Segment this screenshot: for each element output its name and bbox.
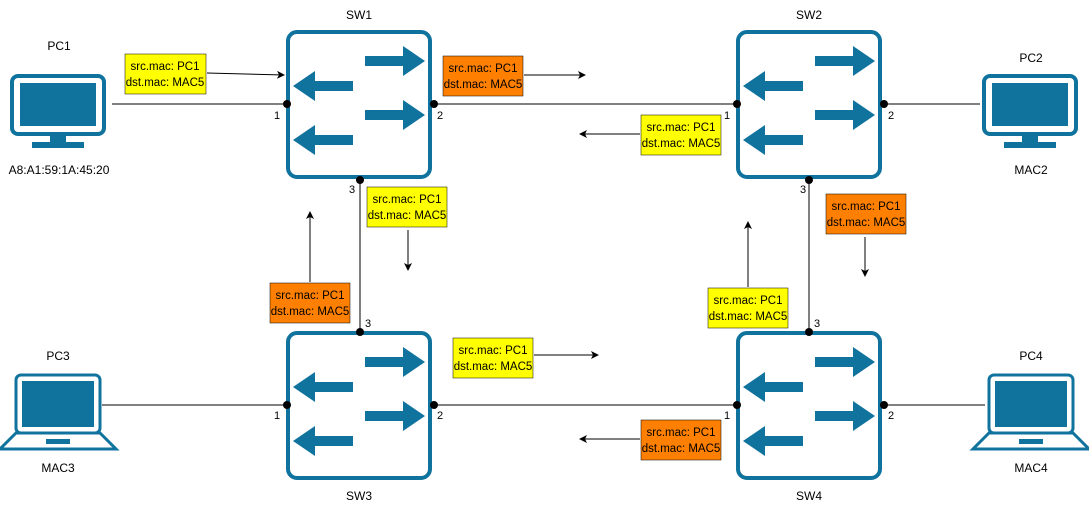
pc4-device [971,373,1089,451]
frame-box [442,55,524,97]
switch-sw3 [286,331,432,480]
laptop-icon [971,373,1089,451]
frame-src-text: src.mac: PC1 [831,201,900,213]
sw2-label: SW2 [796,8,822,22]
pc3-mac-label: MAC3 [41,461,75,475]
sw2-port-2-dot [880,100,888,108]
sw2-port-3-label: 3 [800,184,806,196]
sw1-port-1-dot [283,100,291,108]
frame-dst-text: dst.mac: MAC5 [368,210,447,222]
frame-box [825,193,907,235]
frame-label-f7: src.mac: PC1 dst.mac: MAC5 [707,287,789,329]
frame-dst-text: dst.mac: MAC5 [271,306,350,318]
direction-arrows [206,70,869,443]
pc4-label: PC4 [1019,349,1043,363]
frame-dst-text: dst.mac: MAC5 [827,217,906,229]
sw1-port-1-label: 1 [274,110,280,122]
frame-src-text: src.mac: PC1 [448,63,517,75]
frame-box [452,337,534,379]
sw1-port-2-dot [430,100,438,108]
frame-label-f3: src.mac: PC1 dst.mac: MAC5 [640,114,722,156]
sw3-port-3-dot [356,328,364,336]
laptop-icon [0,373,118,451]
pc1-mac-label: A8:A1:59:1A:45:20 [9,163,110,177]
sw4-port-1-dot [733,401,741,409]
sw4-label: SW4 [796,489,822,503]
pc1-device [10,74,106,150]
frame-box [640,114,722,156]
switch-icon [286,30,432,179]
frame-dst-text: dst.mac: MAC5 [126,77,205,89]
frame-src-text: src.mac: PC1 [372,194,441,206]
sw4-port-2-dot [880,401,888,409]
frame-label-f1: src.mac: PC1 dst.mac: MAC5 [124,53,207,95]
sw3-port-2-label: 2 [437,410,443,422]
frame-src-text: src.mac: PC1 [275,290,344,302]
sw4-port-2-label: 2 [888,410,894,422]
frame-dst-text: dst.mac: MAC5 [709,311,788,323]
switch-sw2 [736,30,882,179]
frame-box [366,186,448,228]
switch-icon [286,331,432,480]
frame-box [640,419,722,461]
port-dots [283,100,888,409]
switch-icon [736,331,882,480]
sw1-label: SW1 [346,8,372,22]
monitor-icon [10,74,106,150]
frame-src-text: src.mac: PC1 [130,61,199,73]
pc2-label: PC2 [1019,51,1043,65]
sw3-label: SW3 [346,489,372,503]
sw4-port-1-label: 1 [724,410,730,422]
pc3-label: PC3 [46,349,70,363]
sw1-port-2-label: 2 [437,110,443,122]
frame-src-text: src.mac: PC1 [646,427,715,439]
sw1-port-3-label: 3 [349,184,355,196]
frame-label-f2: src.mac: PC1 dst.mac: MAC5 [442,55,524,97]
frame-label-f5: src.mac: PC1 dst.mac: MAC5 [825,193,907,235]
sw1-port-3-dot [356,176,364,184]
frame-dst-text: dst.mac: MAC5 [454,361,533,373]
frame-label-f4: src.mac: PC1 dst.mac: MAC5 [366,186,448,228]
pc3-device [0,373,118,451]
sw4-port-3-label: 3 [814,318,820,330]
switch-sw4 [736,331,882,480]
frame-dst-text: dst.mac: MAC5 [642,138,721,150]
sw3-port-2-dot [430,401,438,409]
frame-label-f8: src.mac: PC1 dst.mac: MAC5 [452,337,534,379]
frame-label-f6: src.mac: PC1 dst.mac: MAC5 [269,282,351,324]
sw2-port-1-dot [733,100,741,108]
pc2-mac-label: MAC2 [1014,163,1048,177]
pc4-mac-label: MAC4 [1014,461,1048,475]
pc1-label: PC1 [47,39,71,53]
monitor-icon [982,74,1078,150]
frame-box [707,287,789,329]
pc2-device [982,74,1078,150]
frame-dst-text: dst.mac: MAC5 [444,79,523,91]
sw2-port-1-label: 1 [724,110,730,122]
sw4-port-3-dot [805,328,813,336]
arrow-right-f1 [206,70,285,79]
frame-box [269,282,351,324]
switch-icon [736,30,882,179]
frame-label-f9: src.mac: PC1 dst.mac: MAC5 [640,419,722,461]
sw3-port-1-label: 1 [274,410,280,422]
frame-dst-text: dst.mac: MAC5 [642,443,721,455]
sw2-port-3-dot [805,176,813,184]
frame-src-text: src.mac: PC1 [646,122,715,134]
frame-src-text: src.mac: PC1 [458,345,527,357]
frame-src-text: src.mac: PC1 [713,295,782,307]
frame-box [124,53,207,95]
switch-sw1 [286,30,432,179]
sw2-port-2-label: 2 [888,110,894,122]
sw3-port-3-label: 3 [365,318,371,330]
sw3-port-1-dot [283,401,291,409]
